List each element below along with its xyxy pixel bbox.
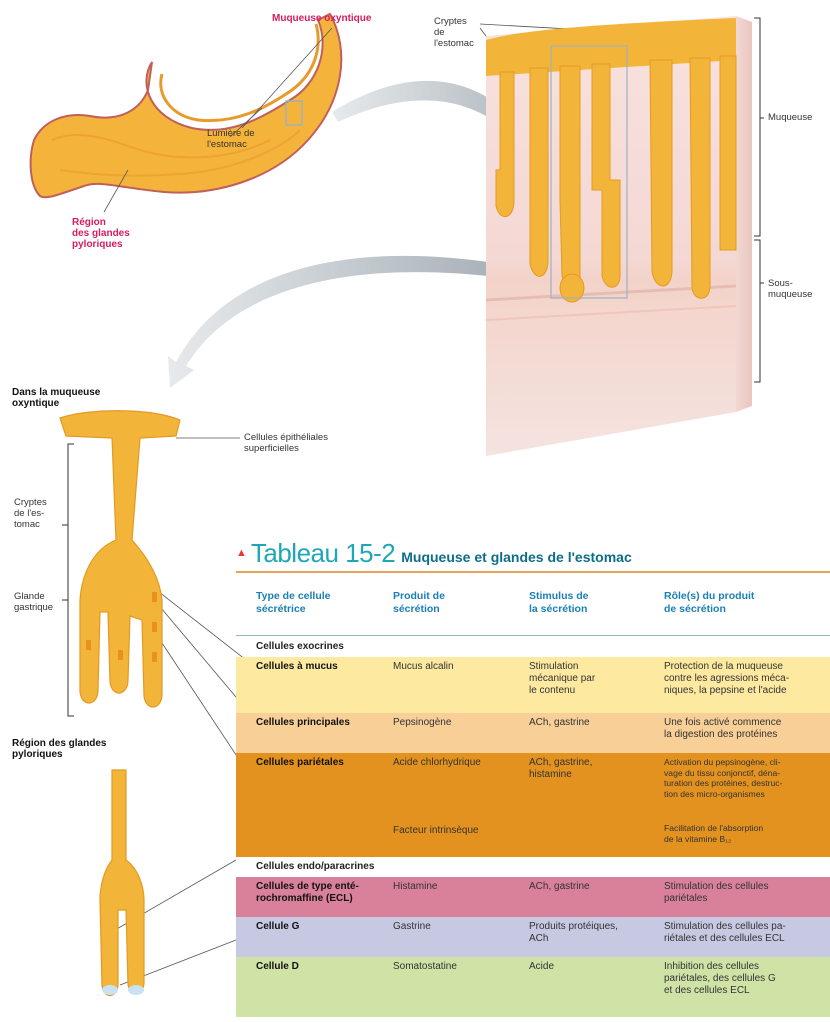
table-title: ▲ Tableau 15-2 Muqueuse et glandes de l'es…	[236, 538, 830, 572]
table-row-cellule-g: Cellule G Gastrine Produits protéiques, …	[236, 917, 830, 957]
table-subtitle: Muqueuse et glandes de l'estomac	[401, 549, 632, 565]
cell-product: Gastrine	[393, 921, 513, 933]
label-region-glandes-2: Région des glandes pyloriques	[12, 738, 106, 760]
table-top-rule	[236, 571, 830, 573]
cell-type: Cellules de type enté- rochromaffine (EC…	[256, 881, 394, 905]
table-row-cellule-d: Cellule D Somatostatine Acide Inhibition…	[236, 957, 830, 1017]
header-cell-produit: Produit de sécrétion	[393, 590, 513, 616]
label-cryptes-top: Cryptes de l'estomac	[434, 16, 474, 49]
header-rule	[236, 635, 830, 636]
label-sous-muqueuse: Sous- muqueuse	[768, 278, 812, 300]
cell-stimulus: Produits protéiques, ACh	[529, 921, 639, 945]
cell-stimulus: ACh, gastrine	[529, 717, 639, 729]
label-muqueuse-oxyntique: Muqueuse oxyntique	[272, 13, 371, 24]
cell-type: Cellules pariétales	[256, 757, 394, 769]
table-row-parietales: Cellules pariétales Acide chlorhydrique …	[236, 753, 830, 857]
header-cell-stimulus: Stimulus de la sécrétion	[529, 590, 639, 616]
label-region-glandes: Région des glandes pyloriques	[72, 217, 130, 250]
label-dans-muqueuse: Dans la muqueuse oxyntique	[12, 387, 100, 409]
oxyntic-gland	[60, 411, 180, 707]
cell-role: Une fois activé commence la digestion de…	[664, 717, 830, 741]
section-label-exocrines: Cellules exocrines	[256, 641, 556, 653]
cell-role: Activation du pepsinogène, cli- vage du …	[664, 757, 830, 799]
cell-type: Cellule G	[256, 921, 394, 933]
cell-type: Cellule D	[256, 961, 394, 973]
label-cryptes-left: Cryptes de l'es- tomac	[14, 497, 47, 530]
pyloric-gland	[100, 770, 144, 996]
header-cell-role: Rôle(s) du produit de sécrétion	[664, 590, 830, 616]
cell-stimulus: ACh, gastrine	[529, 881, 639, 893]
triangle-icon: ▲	[236, 547, 247, 559]
table-row-principales: Cellules principales Pepsinogène ACh, ga…	[236, 713, 830, 753]
cell-product-2: Facteur intrinsèque	[393, 825, 513, 837]
cell-product: Acide chlorhydrique	[393, 757, 513, 769]
table-row-mucus: Cellules à mucus Mucus alcalin Stimulati…	[236, 657, 830, 713]
label-muqueuse: Muqueuse	[768, 112, 812, 123]
section-label-endo: Cellules endo/paracrines	[256, 861, 556, 873]
header-cell-type: Type de cellule sécrétrice	[256, 590, 394, 616]
section-endo: Cellules endo/paracrines	[236, 857, 830, 877]
cell-type: Cellules principales	[256, 717, 394, 729]
section-exocrines: Cellules exocrines	[236, 637, 830, 657]
cell-product: Pepsinogène	[393, 717, 513, 729]
cell-stimulus: Acide	[529, 961, 639, 973]
cell-role: Protection de la muqueuse contre les agr…	[664, 661, 830, 697]
label-glande-gastrique: Glande gastrique	[14, 591, 53, 613]
label-lumiere: Lumière de l'estomac	[207, 128, 255, 150]
cell-role: Stimulation des cellules pariétales	[664, 881, 830, 905]
table-15-2: ▲ Tableau 15-2 Muqueuse et glandes de l'es…	[236, 538, 830, 1022]
cell-stimulus: Stimulation mécanique par le contenu	[529, 661, 639, 697]
cell-product: Mucus alcalin	[393, 661, 513, 673]
stomach-drawing	[31, 14, 342, 197]
cell-role: Stimulation des cellules pa- riétales et…	[664, 921, 830, 945]
table-row-ecl: Cellules de type enté- rochromaffine (EC…	[236, 877, 830, 917]
label-cellules-epitheliales: Cellules épithéliales superficielles	[244, 432, 328, 454]
tissue-block	[486, 16, 752, 456]
cell-role: Inhibition des cellules pariétales, des …	[664, 961, 830, 997]
table-header-row: Type de cellule sécrétrice Produit de sé…	[236, 574, 830, 636]
cell-stimulus: ACh, gastrine, histamine	[529, 757, 639, 781]
cell-product: Somatostatine	[393, 961, 513, 973]
table-number: Tableau 15-2	[251, 538, 395, 568]
cell-role-2: Facilitation de l'absorption de la vitam…	[664, 823, 830, 844]
cell-product: Histamine	[393, 881, 513, 893]
cell-type: Cellules à mucus	[256, 661, 394, 673]
